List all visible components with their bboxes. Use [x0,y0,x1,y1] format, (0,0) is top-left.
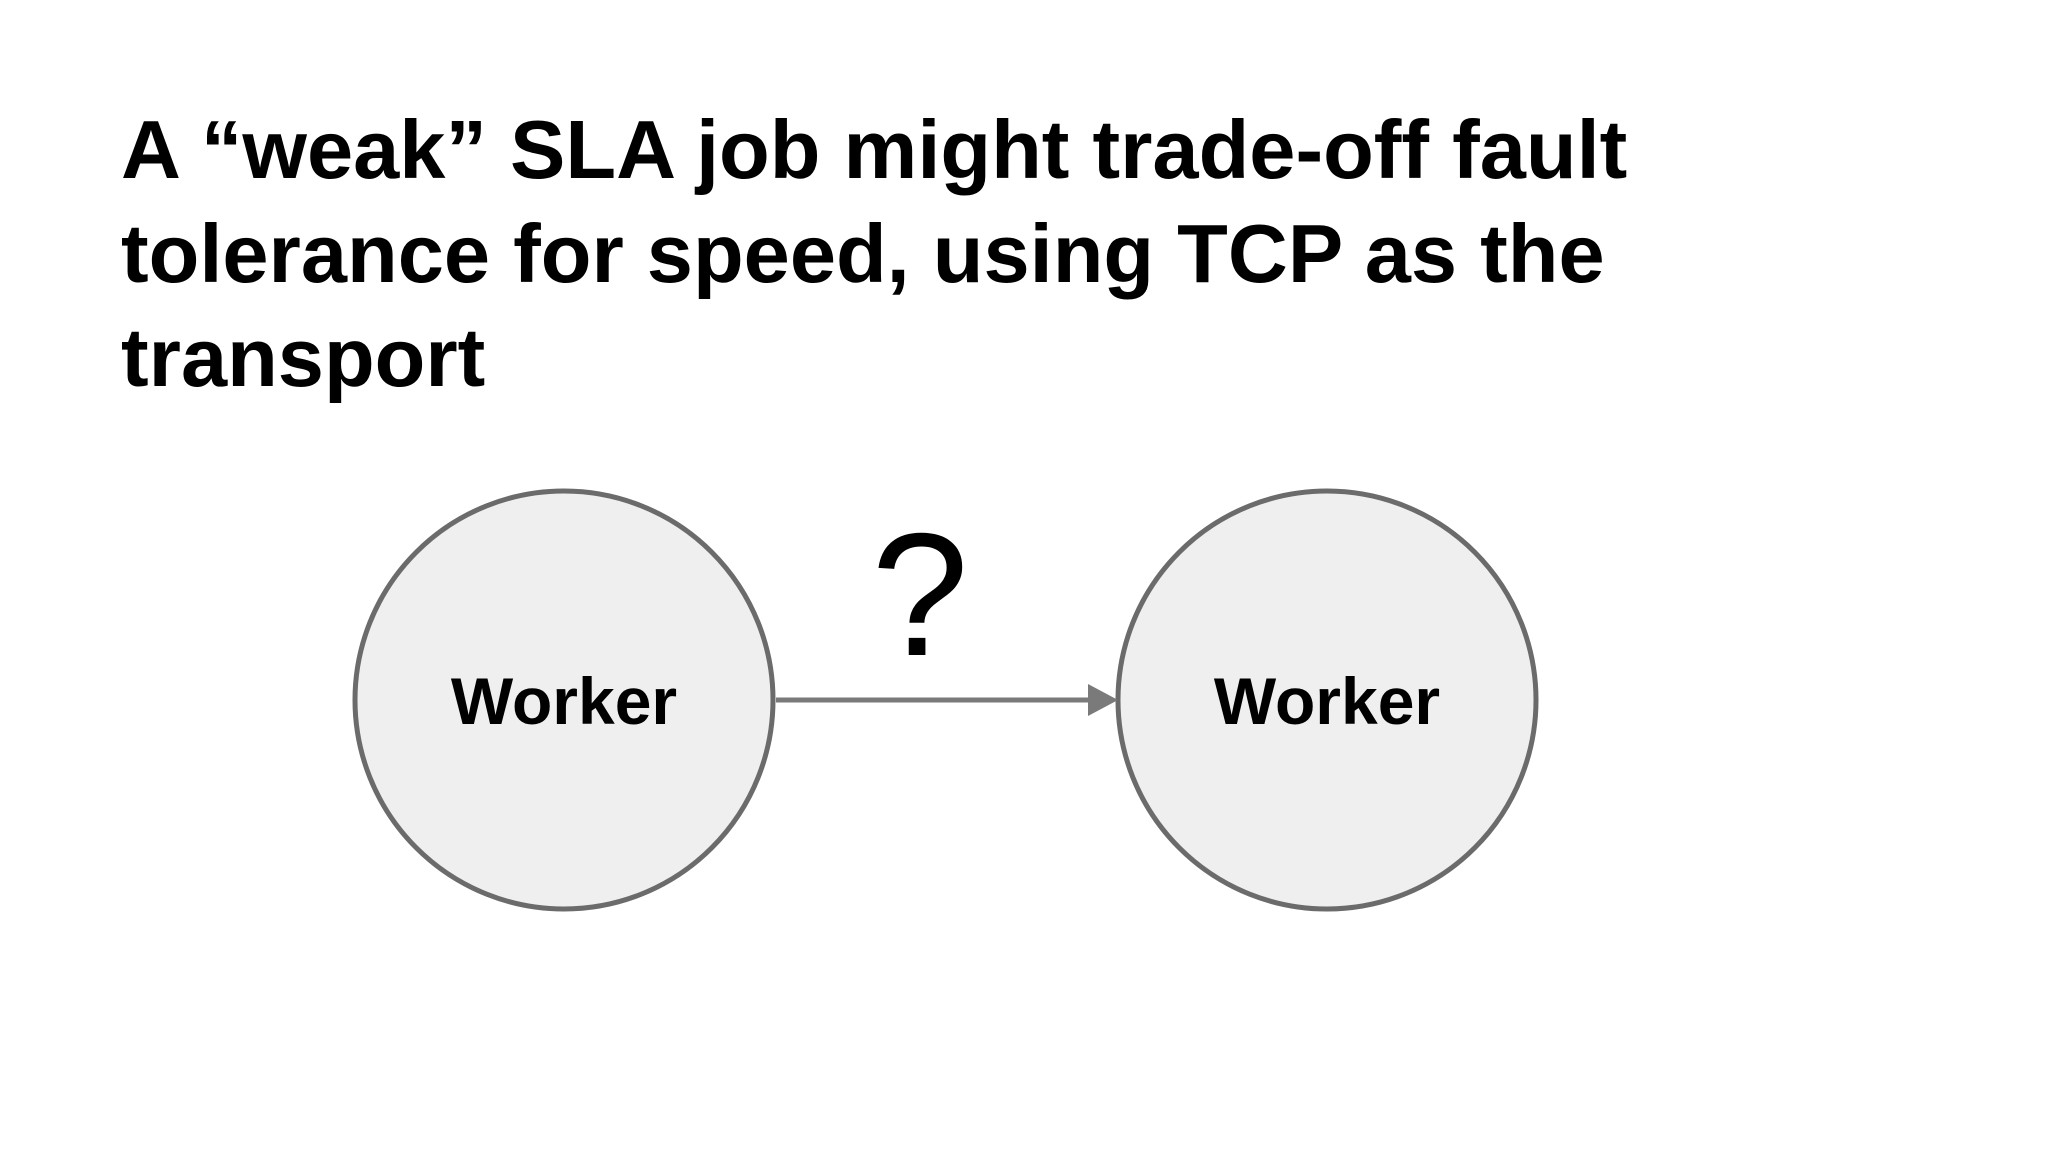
slide-title-line-2: tolerance for speed, using TCP as the [121,207,1605,300]
worker-node-right-label: Worker [1214,664,1440,738]
question-mark-label: ? [871,498,968,693]
worker-node-left [352,488,776,912]
connector-arrowhead-icon [1088,684,1118,716]
slide-title-line-1: A “weak” SLA job might trade-off fault [121,103,1628,196]
slide-title: A “weak” SLA job might trade-off fault t… [121,98,1627,410]
slide-title-line-3: transport [121,311,486,404]
worker-node-left-label: Worker [451,664,677,738]
